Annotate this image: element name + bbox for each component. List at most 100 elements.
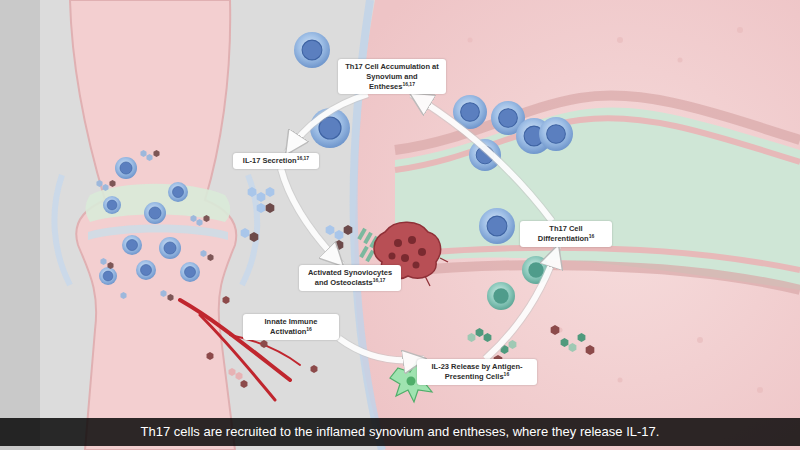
- cytokines: [359, 246, 368, 258]
- cytokines: [468, 333, 577, 352]
- th17-cells: [487, 282, 515, 310]
- cytokines: [569, 343, 577, 352]
- osteoclast: [418, 248, 426, 256]
- osteoclast: [408, 236, 416, 244]
- cytokines: [468, 333, 476, 342]
- step-box: IL-17 Secretion16,17: [233, 153, 319, 169]
- connector-shadow: [281, 169, 342, 265]
- cytokines: [509, 340, 517, 349]
- cytokines: [561, 338, 569, 347]
- osteoclast: [440, 258, 448, 262]
- knee-joint: [159, 237, 181, 259]
- knee-joint: [109, 180, 115, 187]
- knee-joint: [122, 235, 142, 255]
- knee-joint: [115, 157, 137, 179]
- osteoclast: [401, 254, 409, 262]
- cytokines: [257, 192, 266, 202]
- cytokines: [207, 352, 214, 360]
- cytokines: [207, 187, 595, 388]
- connector-shadow: [339, 338, 424, 360]
- reference-number: 16,17: [373, 276, 386, 282]
- blood-vessel: [230, 335, 300, 365]
- knee-joint: [100, 258, 106, 265]
- cytokines: [261, 340, 268, 348]
- cytokines: [363, 232, 372, 244]
- caption: Th17 cells are recruited to the inflamed…: [0, 418, 800, 446]
- step-box: Activated Synoviocytes and Osteoclasts16…: [299, 265, 401, 291]
- connector-shadow: [485, 247, 558, 360]
- osteoclast: [389, 253, 396, 260]
- cycle-arrow: [485, 247, 558, 360]
- knee-joint: [146, 154, 152, 161]
- connector-shadow: [412, 94, 552, 221]
- knee-joint: [103, 196, 121, 214]
- step-box: Th17 Cell Accumulation at Synovium and E…: [338, 59, 446, 94]
- background: [0, 0, 40, 450]
- th17-cells: [294, 32, 330, 68]
- cytokines: [335, 240, 344, 250]
- knee-joint: [54, 175, 70, 285]
- knee-joint: [102, 184, 108, 191]
- cytokines: [229, 368, 236, 376]
- reference-number: 16: [504, 370, 510, 376]
- knee-joint: [96, 150, 206, 299]
- step-label: IL-17 Secretion: [243, 156, 297, 165]
- cycle-arrow: [287, 94, 368, 153]
- knee-joint: [99, 267, 117, 285]
- cytokines: [335, 230, 344, 240]
- cytokines: [365, 250, 374, 262]
- cytokines: [476, 328, 484, 337]
- knee-joint: [107, 150, 213, 301]
- osteoclast: [372, 222, 448, 288]
- cytokines: [223, 296, 230, 304]
- cycle-arrow: [412, 94, 552, 221]
- knee-joint: [136, 260, 156, 280]
- knee-joint: [160, 290, 166, 297]
- knee-joint: [153, 150, 159, 157]
- step-label: Th17 Cell Accumulation at Synovium and E…: [345, 62, 439, 91]
- osteoclast: [413, 262, 420, 269]
- knee-joint: [54, 0, 257, 450]
- blood-vessel: [180, 300, 290, 380]
- reference-number: 16,17: [297, 155, 310, 161]
- knee-joint: [168, 182, 188, 202]
- cytokines: [248, 187, 257, 197]
- joint-zoom: [617, 37, 623, 43]
- knee-joint: [203, 215, 209, 222]
- cytokines: [229, 368, 243, 380]
- cytokines: [578, 333, 586, 342]
- caption-text: Th17 cells are recruited to the inflamed…: [141, 424, 660, 439]
- joint-zoom: [678, 58, 683, 63]
- osteoclast: [389, 236, 427, 269]
- cytokines: [586, 345, 595, 355]
- joint-zoom: [468, 38, 473, 43]
- knee-joint: [96, 180, 102, 187]
- knee-joint: [207, 254, 213, 261]
- knee-joint: [144, 202, 166, 224]
- reference-number: 16: [589, 232, 595, 238]
- cytokines: [236, 372, 243, 380]
- step-label: Th17 Cell Differentiation: [538, 224, 589, 243]
- knee-joint: [167, 294, 173, 301]
- knee-joint: [120, 292, 126, 299]
- connector-shadow: [287, 94, 368, 153]
- cytokines: [250, 232, 259, 242]
- cytokines: [311, 365, 318, 373]
- knee-joint: [140, 150, 146, 157]
- cytokines: [344, 225, 353, 235]
- step-box: Innate Immune Activation16: [243, 314, 339, 340]
- cytokines: [241, 380, 248, 388]
- knee-joint: [200, 250, 206, 257]
- cytokines: [266, 203, 275, 213]
- th17-cells: [479, 208, 515, 244]
- th17-cells: [294, 32, 573, 310]
- knee-joint: [196, 219, 202, 226]
- knee-joint: [88, 225, 228, 241]
- cytokines: [484, 333, 492, 342]
- joint-zoom: [757, 387, 763, 393]
- cycle-arrow: [339, 338, 424, 360]
- step-box: IL-23 Release by Antigen- Presenting Cel…: [417, 359, 537, 385]
- knee-joint: [70, 0, 236, 450]
- osteoclast: [394, 239, 402, 247]
